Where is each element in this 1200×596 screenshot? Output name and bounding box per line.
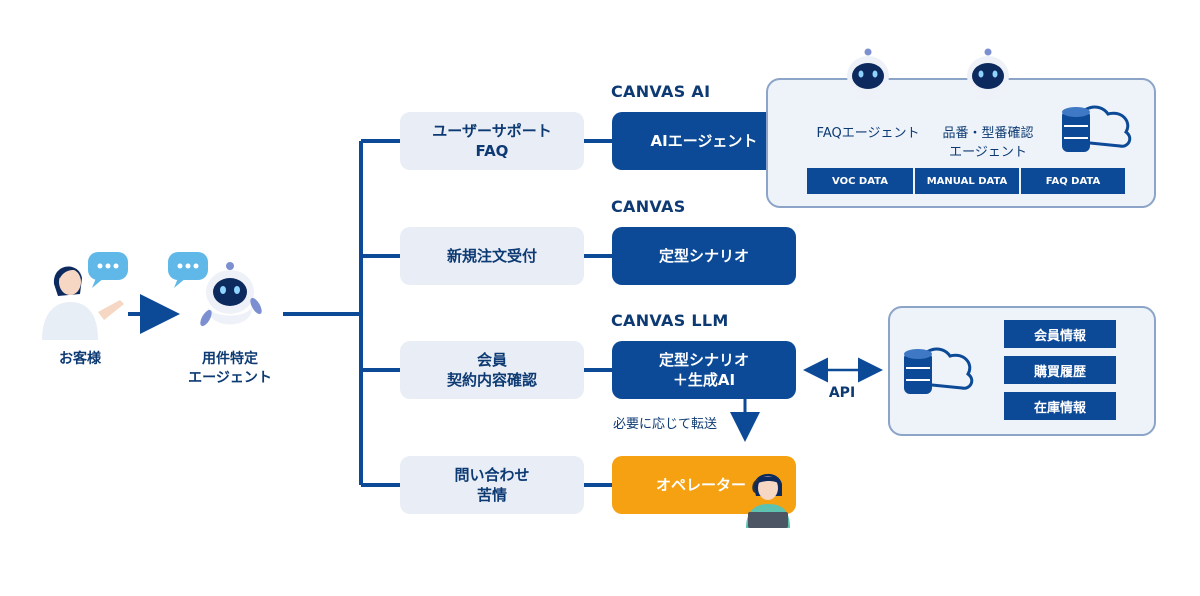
- customer-icon: [42, 252, 128, 340]
- intent-agent-label: 用件特定 エージェント: [188, 351, 272, 386]
- customer-label: お客様: [59, 351, 101, 367]
- heading-canvas-ai: CANVAS AI: [611, 82, 711, 101]
- category-new-order[interactable]: 新規注文受付: [400, 227, 584, 285]
- category-inquiry-complaint[interactable]: 問い合わせ 苦情: [400, 456, 584, 514]
- cloud-database-icon: [902, 338, 978, 398]
- cloud-database-icon: [1060, 96, 1136, 156]
- category-user-support[interactable]: ユーザーサポート FAQ: [400, 112, 584, 170]
- api-label: API: [828, 385, 856, 401]
- solution-scenario-genai[interactable]: 定型シナリオ ＋生成AI: [612, 341, 796, 399]
- tag-voc-data: VOC DATA: [807, 168, 913, 194]
- robot-icon: [847, 48, 889, 100]
- db-purchase-history: 購買履歴: [1004, 356, 1116, 384]
- customer-illustration: [34, 250, 134, 340]
- tag-manual-data: MANUAL DATA: [915, 168, 1019, 194]
- part-agent-robot: [966, 46, 1010, 104]
- solution-fixed-scenario[interactable]: 定型シナリオ: [612, 227, 796, 285]
- db-stock-info: 在庫情報: [1004, 392, 1116, 420]
- heading-canvas-llm: CANVAS LLM: [611, 311, 729, 330]
- db-member-info: 会員情報: [1004, 320, 1116, 348]
- heading-canvas: CANVAS: [611, 197, 686, 216]
- faq-agent-robot: [846, 46, 890, 104]
- robot-icon: [967, 48, 1009, 100]
- robot-icon: [168, 252, 262, 327]
- tag-faq-data: FAQ DATA: [1021, 168, 1125, 194]
- intent-agent-illustration: [164, 248, 264, 338]
- operator-illustration: [742, 466, 794, 528]
- part-agent-label: 品番・型番確認 エージェント: [942, 126, 1034, 160]
- solution-ai-agent[interactable]: AIエージェント: [612, 112, 796, 170]
- transfer-label: 必要に応じて転送: [612, 417, 717, 432]
- faq-agent-label: FAQエージェント: [816, 126, 920, 141]
- category-member-contract[interactable]: 会員 契約内容確認: [400, 341, 584, 399]
- operator-icon: [746, 473, 790, 528]
